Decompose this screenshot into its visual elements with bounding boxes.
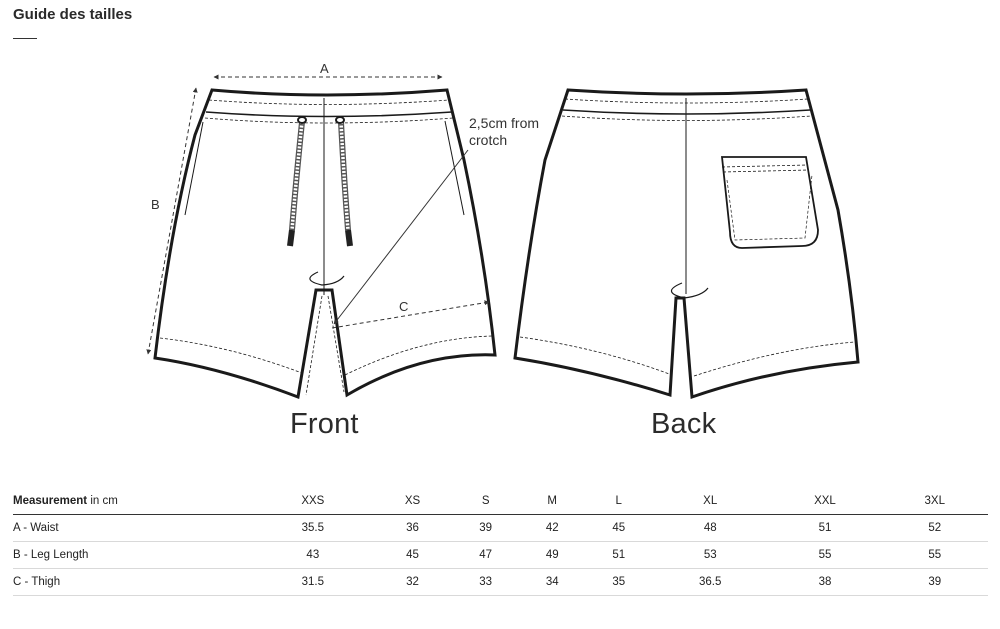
table-cell: 39 <box>452 514 519 542</box>
table-cell: 45 <box>372 541 453 569</box>
table-cell: 32 <box>372 568 453 596</box>
table-cell: 49 <box>518 541 586 569</box>
size-header: S <box>452 488 519 515</box>
table-cell: 51 <box>768 514 882 542</box>
table-cell: 33 <box>452 568 519 596</box>
size-header: M <box>518 488 586 515</box>
size-header: XXS <box>253 488 373 515</box>
size-header: XL <box>652 488 769 515</box>
size-table: Measurement in cm XXS XS S M L XL XXL 3X… <box>13 488 988 596</box>
front-view-label: Front <box>290 408 359 440</box>
size-header: 3XL <box>881 488 988 515</box>
table-cell: 42 <box>518 514 586 542</box>
table-cell: 55 <box>768 541 882 569</box>
table-cell: 34 <box>518 568 586 596</box>
size-header: XXL <box>768 488 882 515</box>
dimension-label-a: A <box>320 61 329 76</box>
back-view-label: Back <box>651 408 717 440</box>
table-cell: 45 <box>585 514 653 542</box>
table-row: A - Waist 35.5 36 39 42 45 48 51 52 <box>13 514 988 542</box>
table-cell: 38 <box>768 568 882 596</box>
table-cell: 39 <box>881 568 988 596</box>
back-shorts-drawing <box>513 88 860 400</box>
table-cell: 31.5 <box>253 568 373 596</box>
table-cell: 48 <box>652 514 769 542</box>
table-cell: 36.5 <box>652 568 769 596</box>
measurement-header: Measurement in cm <box>13 488 253 515</box>
size-header: XS <box>372 488 453 515</box>
table-cell: 35.5 <box>253 514 373 542</box>
table-cell: 52 <box>881 514 988 542</box>
row-label: C - Thigh <box>13 568 253 596</box>
table-cell: 43 <box>253 541 373 569</box>
crotch-note: 2,5cm from crotch <box>469 115 540 148</box>
row-label: A - Waist <box>13 514 253 542</box>
size-header: L <box>585 488 653 515</box>
dimension-label-b: B <box>151 197 160 212</box>
table-cell: 51 <box>585 541 653 569</box>
table-cell: 55 <box>881 541 988 569</box>
table-row: B - Leg Length 43 45 47 49 51 53 55 55 <box>13 541 988 569</box>
table-cell: 35 <box>585 568 653 596</box>
page-title: Guide des tailles <box>13 6 133 23</box>
measurement-guides <box>146 74 490 355</box>
title-underline <box>13 38 37 39</box>
table-cell: 47 <box>452 541 519 569</box>
table-row: C - Thigh 31.5 32 33 34 35 36.5 38 39 <box>13 568 988 596</box>
dimension-label-c: C <box>399 299 409 314</box>
table-cell: 53 <box>652 541 769 569</box>
shorts-illustration <box>146 74 860 400</box>
front-shorts-drawing <box>153 88 497 400</box>
table-header-row: Measurement in cm XXS XS S M L XL XXL 3X… <box>13 488 988 515</box>
row-label: B - Leg Length <box>13 541 253 569</box>
table-cell: 36 <box>372 514 453 542</box>
